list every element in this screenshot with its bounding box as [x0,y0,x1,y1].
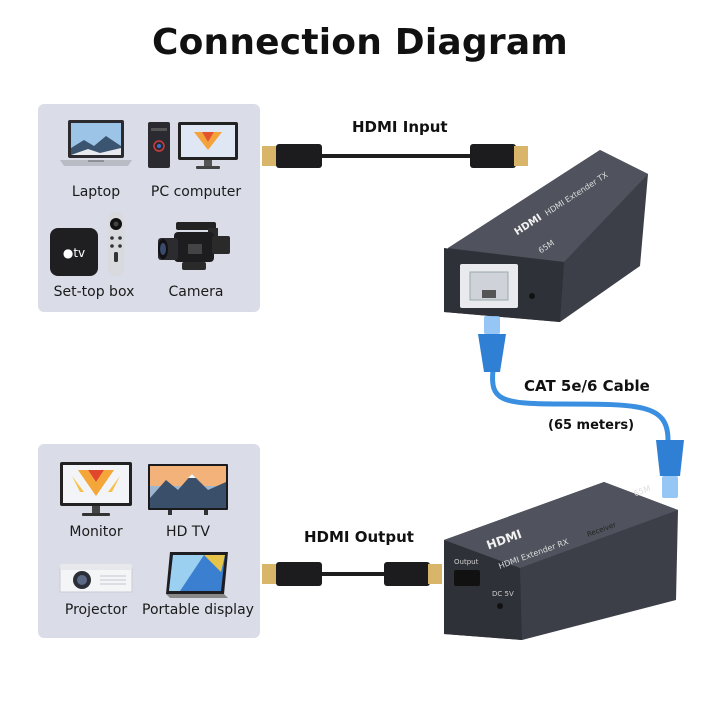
projector-icon [59,564,133,593]
receiver-port-label: Output [454,558,479,566]
output-device-label: Monitor [69,524,123,540]
network-cable [478,316,684,498]
portable-display-icon [166,552,228,598]
output-devices-panel: Monitor HD TV Projector Portable display [38,444,260,638]
hdmi-output-cable [262,562,442,586]
source-devices-panel: Laptop PC computer ●tv Set-top box [38,104,260,312]
svg-text:●tv: ●tv [63,246,85,260]
source-device-label: Laptop [71,184,121,200]
hdmi-input-label: HDMI Input [352,118,448,136]
monitor-icon [60,462,132,516]
receiver-badge: 65M [633,484,652,498]
output-device-label: HD TV [166,524,210,540]
hdmi-input-cable [262,144,528,168]
hdmi-output-label: HDMI Output [304,528,414,546]
transmitter-box: HDMI HDMI Extender TX 65M [444,150,648,322]
network-cable-length: (65 meters) [548,418,635,433]
source-device-label: Camera [168,284,224,300]
pc-computer-icon [148,122,238,169]
diagram-title: Connection Diagram [151,22,569,63]
output-device-label: Projector [64,602,128,618]
receiver-power-label: DC 5V [492,590,514,598]
network-cable-label: CAT 5e/6 Cable [524,377,650,395]
laptop-icon [60,120,132,166]
source-device-label: Set-top box [53,284,135,300]
camera-icon [158,222,230,270]
hd-tv-icon [148,464,228,515]
output-device-label: Portable display [142,602,254,618]
receiver-box: Output DC 5V HDMI HDMI Extender RX Recei… [444,482,678,640]
set-top-box-icon: ●tv [50,212,124,276]
source-device-label: PC computer [150,184,242,200]
